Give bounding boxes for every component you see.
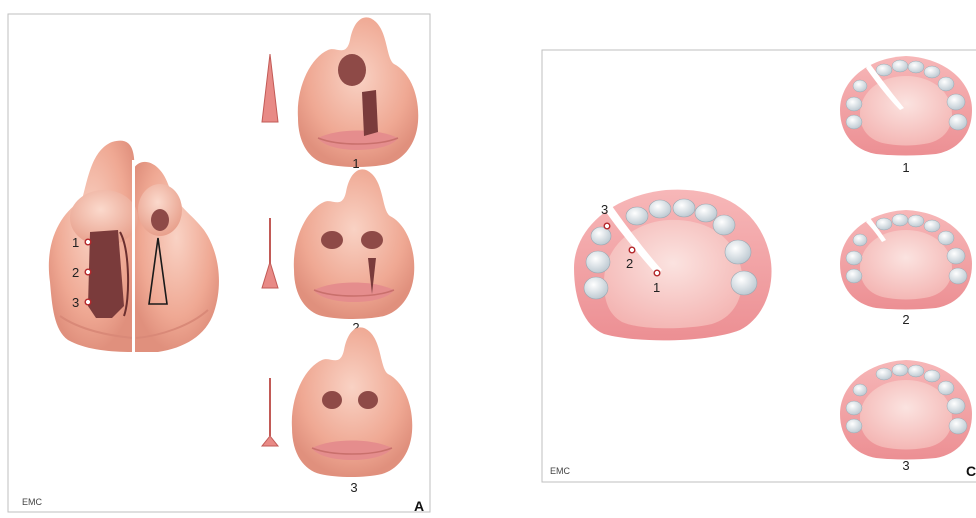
palate-label-2: 2 xyxy=(626,256,633,271)
stage-3-stem xyxy=(269,378,271,436)
stage-1-cleft xyxy=(362,90,378,136)
palate-label-3: 3 xyxy=(601,202,608,217)
palate-stage-2-label: 2 xyxy=(902,312,909,327)
marker-label-3: 3 xyxy=(72,295,79,310)
split-line xyxy=(132,160,135,358)
marker-point-3 xyxy=(85,299,91,305)
stage-2-stem xyxy=(269,218,271,266)
marker-label-2: 2 xyxy=(72,265,79,280)
palate-marker-1 xyxy=(654,270,660,276)
palate-marker-2 xyxy=(629,247,635,253)
panel-b: 1 2 3 1 xyxy=(542,50,976,482)
panel-b-letter: C xyxy=(966,463,976,479)
emc-logo-b: EMC xyxy=(550,466,571,476)
palate-label-1: 1 xyxy=(653,280,660,295)
panel-a: 1 2 3 1 2 xyxy=(8,14,430,513)
stage-3-label: 3 xyxy=(350,480,357,495)
marker-point-1 xyxy=(85,239,91,245)
palate-stage-1-label: 1 xyxy=(902,160,909,175)
stage-1-label: 1 xyxy=(352,156,359,171)
marker-point-2 xyxy=(85,269,91,275)
palate-marker-3 xyxy=(604,223,610,229)
palate-stage-3-label: 3 xyxy=(902,458,909,473)
cleft-gap xyxy=(88,230,124,318)
main-cleft-palate: 1 2 3 xyxy=(574,190,772,341)
emc-logo: EMC xyxy=(22,497,43,507)
panel-a-letter: A xyxy=(414,498,424,513)
marker-label-1: 1 xyxy=(72,235,79,250)
